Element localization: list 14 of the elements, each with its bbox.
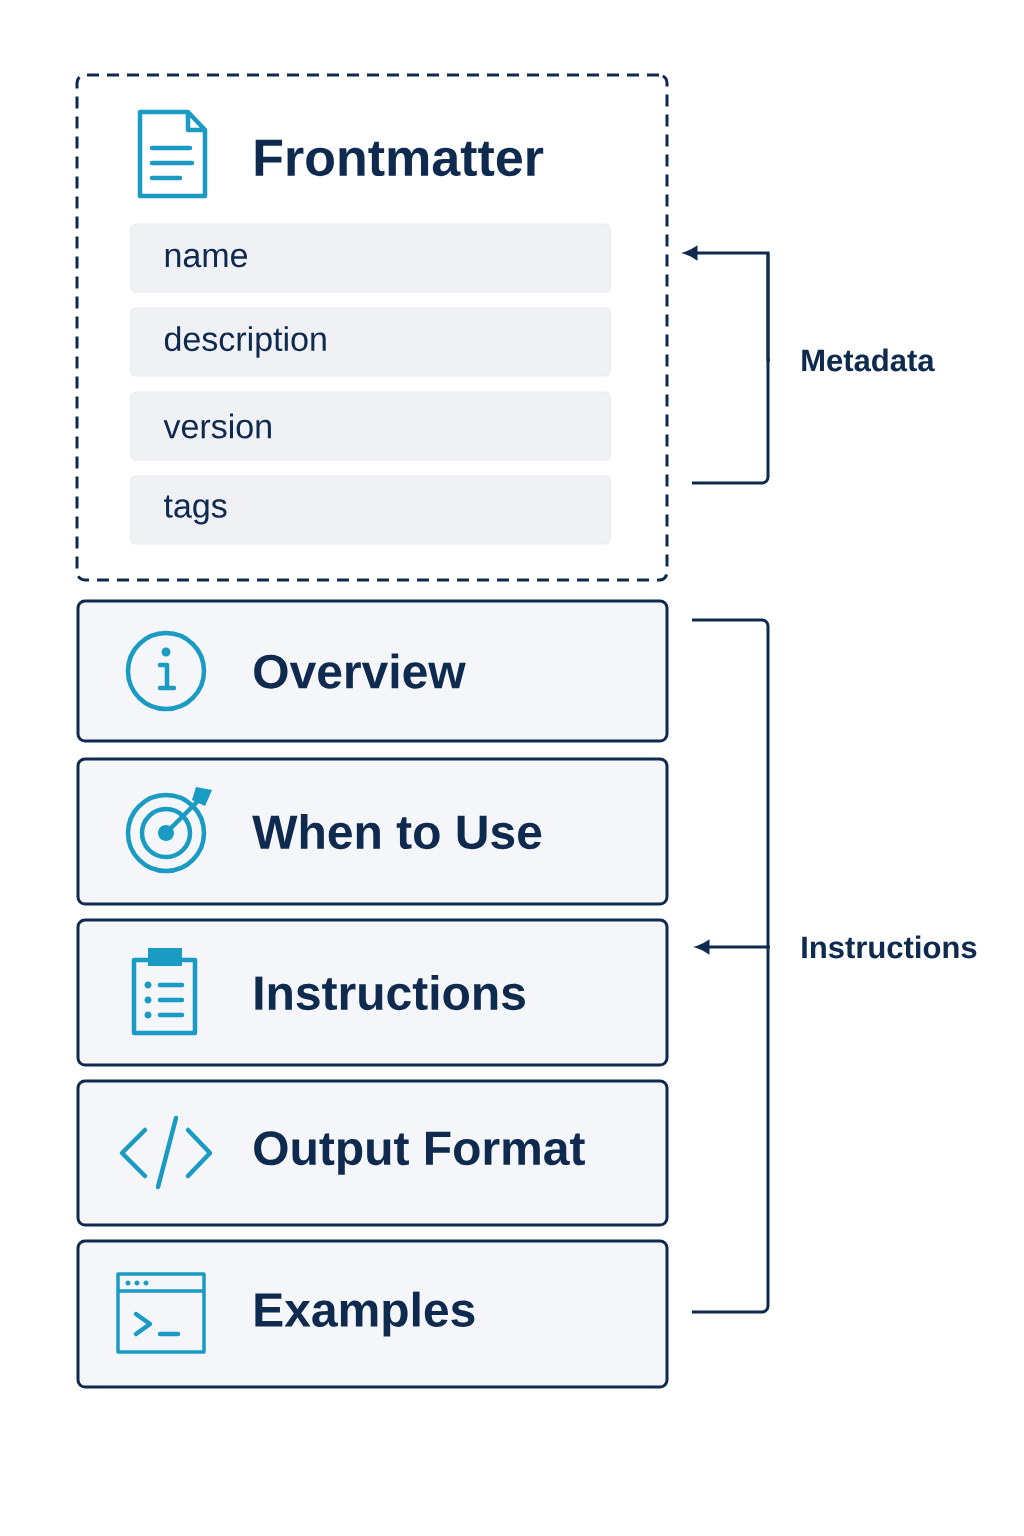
arrow [684, 246, 771, 362]
field-row: tags [130, 475, 611, 545]
bracket-label: Instructions [802, 935, 977, 959]
section-box: Examples [76, 1239, 669, 1389]
section-box: Output Format [76, 1079, 669, 1227]
bracket-label: Metadata [802, 348, 935, 372]
field-row: description [130, 307, 611, 377]
section-box: Overview [76, 599, 669, 743]
field-row: name [130, 223, 611, 293]
section-box: Instructions [76, 918, 669, 1067]
heading: Frontmatter [255, 139, 544, 177]
field-row: version [130, 391, 611, 461]
section-box: When to Use [76, 757, 669, 906]
arrow [696, 940, 770, 954]
